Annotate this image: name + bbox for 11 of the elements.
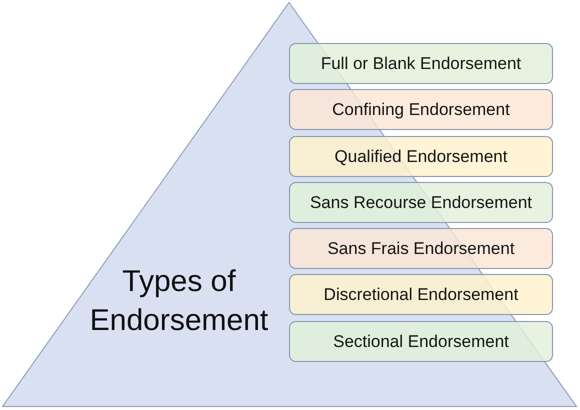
endorsement-label: Sectional Endorsement (333, 332, 509, 352)
pyramid-title: Types of Endorsement (88, 264, 270, 339)
endorsement-box (289, 136, 553, 177)
endorsement-box (289, 89, 553, 130)
endorsement-label: Sans Recourse Endorsement (310, 192, 532, 212)
endorsement-label: Discretional Endorsement (324, 284, 518, 304)
endorsement-box (289, 43, 553, 84)
endorsement-label: Confining Endorsement (332, 100, 510, 120)
endorsement-label: Qualified Endorsement (334, 146, 508, 166)
endorsement-label: Full or Blank Endorsement (320, 54, 522, 74)
endorsement-label: Sans Frais Endorsement (327, 238, 515, 258)
